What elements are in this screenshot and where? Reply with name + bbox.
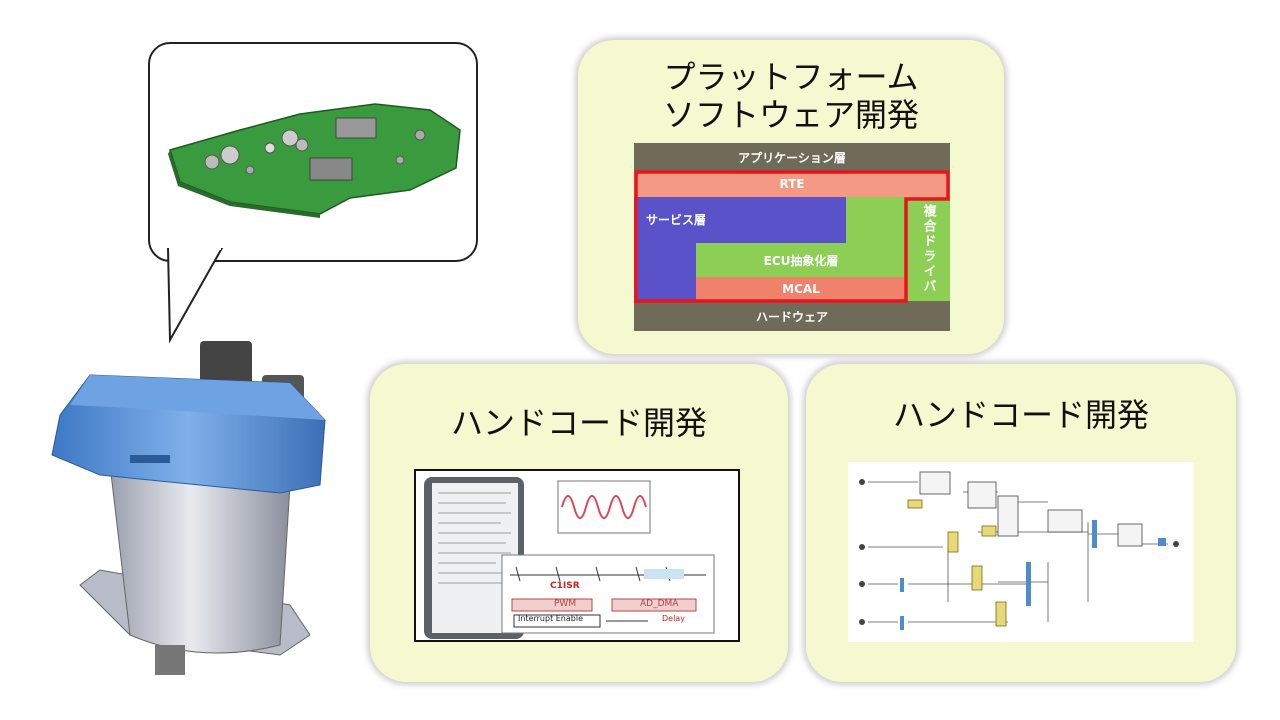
autosar-layer-diagram: アプリケーション層 RTE サービス層 ECU抽象化層 MCAL 複合ドライバ … <box>634 143 950 331</box>
platform-title-line2: ソフトウェア開発 <box>662 96 919 134</box>
isr-label: C1ISR <box>550 581 580 591</box>
timing-illustration: C1ISR PWM AD_DMA Interrupt Enable Delay <box>414 469 740 642</box>
speech-bubble-tail <box>166 248 224 344</box>
platform-title-line1: プラットフォーム <box>663 58 919 96</box>
handcode-right-title: ハンドコード開発 <box>892 396 1149 434</box>
ecu-abstraction-layer: ECU抽象化層 <box>696 243 906 277</box>
delay-label: Delay <box>662 614 685 623</box>
motor-image <box>51 341 326 675</box>
pwm-label: PWM <box>554 599 577 609</box>
block-diagram-image <box>848 462 1194 642</box>
pcb-image <box>168 103 461 218</box>
ecu-layer-top <box>846 197 906 243</box>
block-diagram-graphic <box>859 471 1179 630</box>
ad-dma-label: AD_DMA <box>640 599 679 609</box>
handcode-left-title: ハンドコード開発 <box>450 404 707 442</box>
application-layer: アプリケーション層 <box>634 143 950 171</box>
complex-driver-layer: 複合ドライバ <box>906 197 950 301</box>
mcal-rte-highlight <box>634 170 950 303</box>
rte-layer: RTE <box>634 171 950 197</box>
mcal-layer: MCAL <box>696 277 906 301</box>
timing-illustration-graphic <box>424 477 715 639</box>
interrupt-enable-label: Interrupt Enable <box>518 614 584 623</box>
hardware-layer: ハードウェア <box>634 301 950 331</box>
